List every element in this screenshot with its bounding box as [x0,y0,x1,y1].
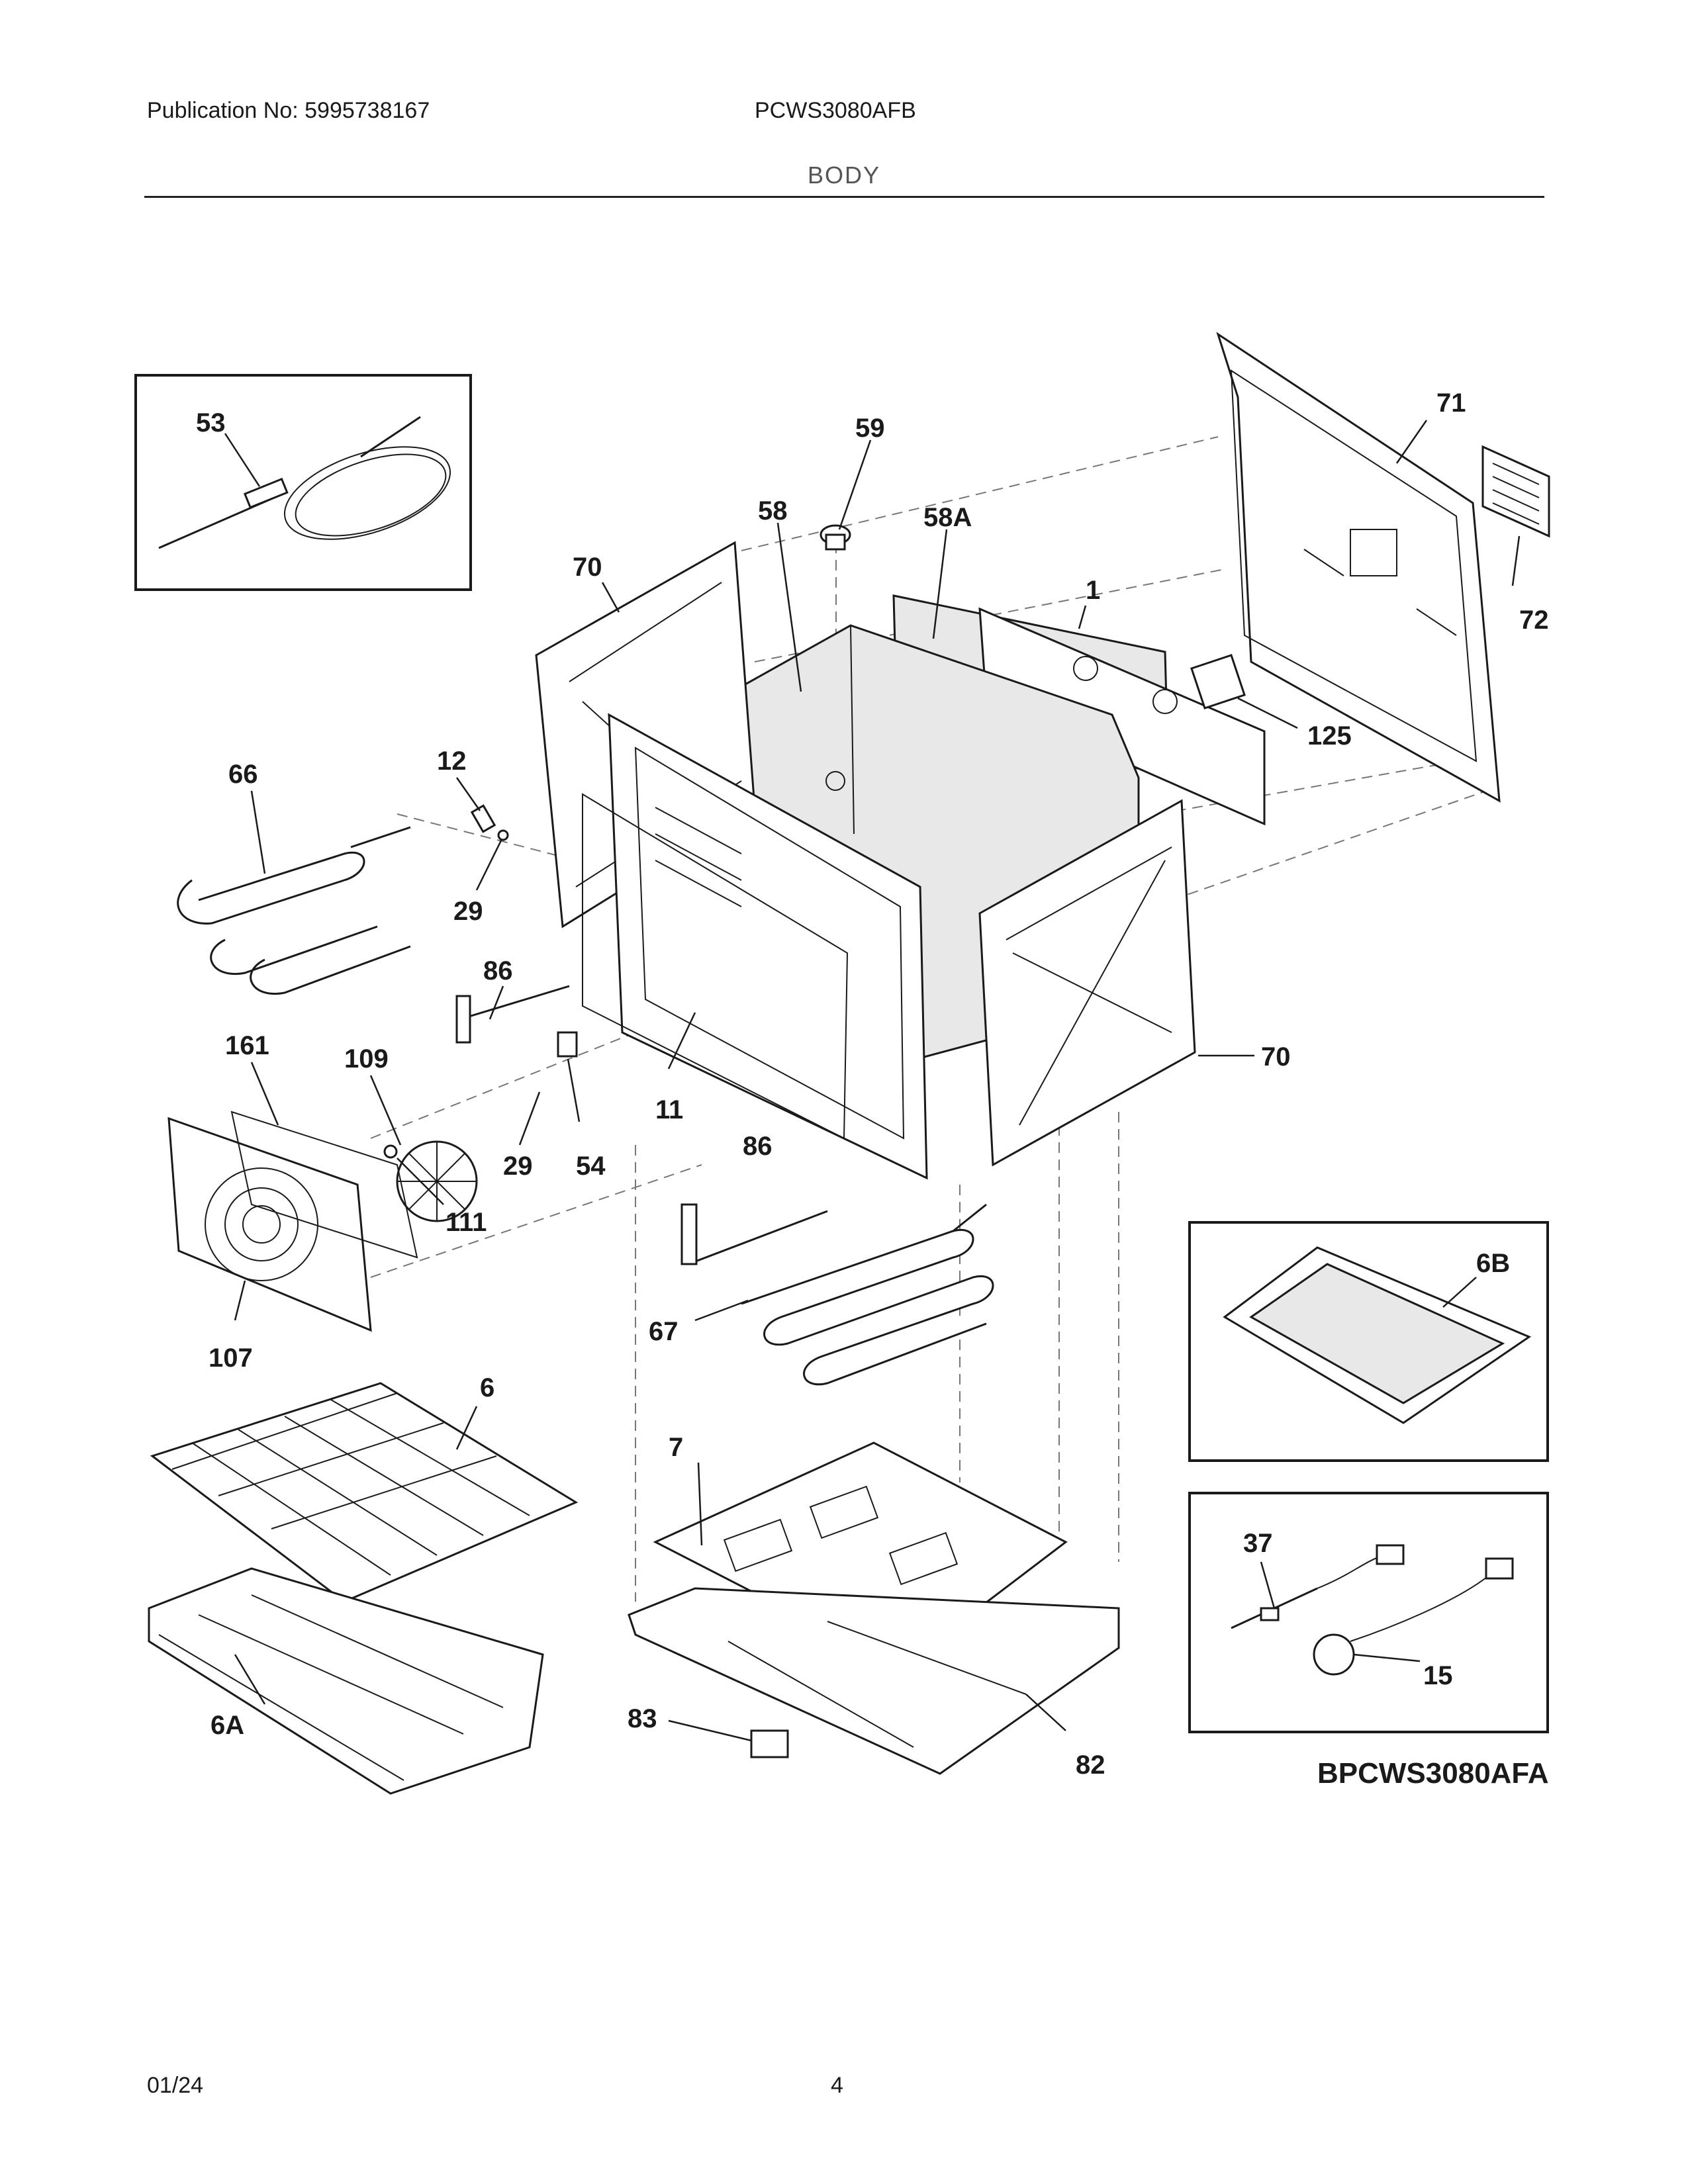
label-66: 66 [228,760,258,789]
label-37: 37 [1243,1529,1273,1558]
inset-sensors [1188,1492,1549,1733]
label-161: 161 [225,1031,269,1060]
inset-air-fry-tray [1188,1221,1549,1462]
label-107: 107 [209,1343,253,1373]
label-109: 109 [344,1044,389,1073]
label-7: 7 [669,1433,683,1462]
label-29-mid: 29 [503,1152,533,1181]
label-1: 1 [1086,576,1100,605]
label-82: 82 [1076,1751,1105,1780]
part-sensor-bracket-bottom [680,1203,828,1265]
header-rule [144,196,1544,198]
label-70-top: 70 [573,553,602,582]
label-6: 6 [480,1373,494,1402]
publication-number: Publication No: 5995738167 [147,98,430,123]
label-6B: 6B [1476,1249,1510,1278]
label-12: 12 [437,747,467,776]
leader-lines [234,420,1521,1742]
label-11: 11 [655,1095,683,1124]
label-86-bottom: 86 [743,1132,773,1161]
part-convection-fan [396,1140,478,1222]
label-67: 67 [649,1317,679,1346]
part-oven-cavity [608,713,928,1180]
part-sliding-rack [148,1567,544,1795]
label-72: 72 [1519,606,1549,635]
label-53: 53 [196,408,226,437]
part-sensor-bracket-top [455,985,570,1044]
label-70-right: 70 [1261,1042,1291,1071]
label-59: 59 [855,414,885,443]
label-15: 15 [1423,1661,1453,1690]
label-83: 83 [628,1704,657,1733]
part-door-gasket [582,793,849,1140]
label-54: 54 [576,1152,606,1181]
label-58A: 58A [923,503,972,532]
part-nut [383,1144,398,1159]
label-111: 111 [445,1208,487,1237]
label-58: 58 [758,496,788,525]
part-vent [1481,445,1550,538]
label-6A: 6A [211,1711,244,1740]
section-title: BODY [807,161,881,189]
page-number: 4 [831,2073,843,2098]
part-switch [557,1031,578,1058]
label-86-top: 86 [483,956,513,985]
part-lower-tray [628,1587,1120,1775]
label-125: 125 [1307,721,1352,751]
label-71: 71 [1436,388,1466,418]
part-oven-rack [150,1382,579,1603]
footer-date: 01/24 [147,2073,204,2098]
part-clip [750,1729,789,1758]
label-29-top: 29 [453,897,483,926]
model-number: PCWS3080AFB [755,98,916,123]
part-side-panel-right [978,799,1196,1167]
part-broil-element [177,826,411,995]
part-bake-element [741,1203,994,1386]
figure-code: BPCWS3080AFA [1317,1757,1549,1790]
part-labels: 59 58 58A 71 72 70 1 125 66 12 29 86 161… [209,388,1549,1780]
part-convection-cover [167,1111,418,1332]
part-sensor-small [470,804,509,841]
part-fitting [820,524,851,551]
inset-probe: 53 [134,374,472,591]
part-rear-panel [1216,332,1501,803]
part-motor [1190,654,1246,709]
